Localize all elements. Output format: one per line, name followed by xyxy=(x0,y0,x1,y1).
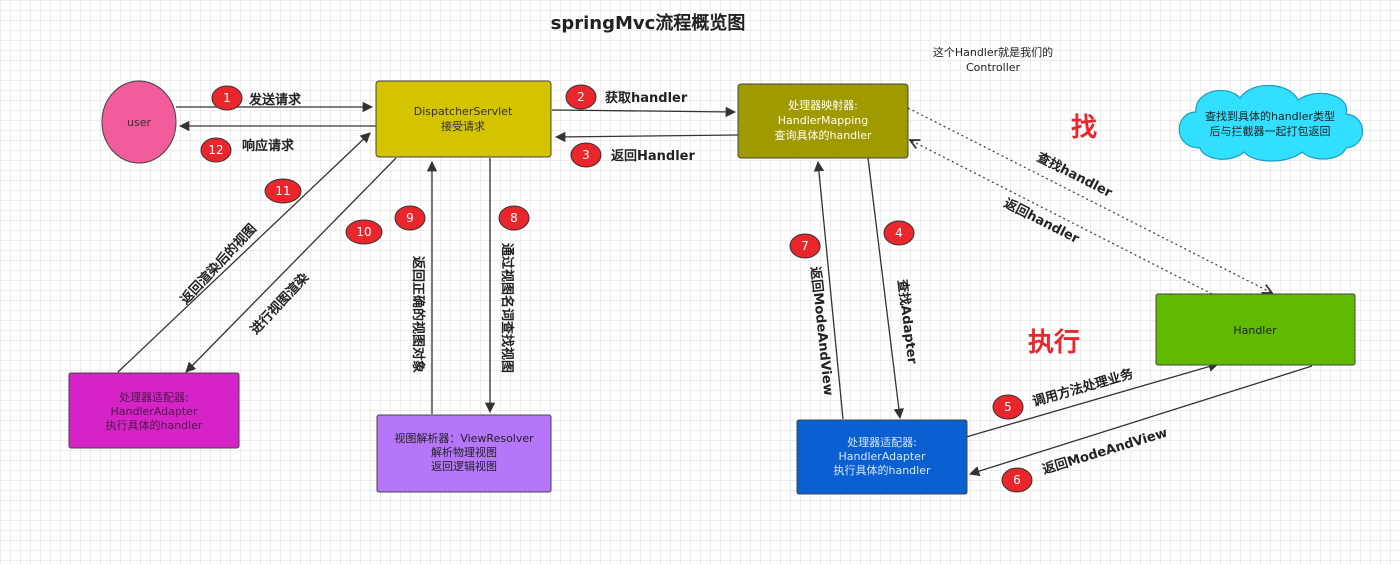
step-badge-5: 5 xyxy=(1004,400,1012,414)
dispatcher-line-1: DispatcherServlet xyxy=(414,105,513,118)
step-badge-9: 9 xyxy=(406,211,414,225)
adapter-left-node: 处理器适配器: HandlerAdapter 执行具体的handler xyxy=(68,372,240,449)
adapter-right-line-3: 执行具体的handler xyxy=(833,463,930,477)
step-7-label: 返回ModeAndView xyxy=(807,266,835,397)
step-badge-4: 4 xyxy=(895,226,903,240)
step-badge-2: 2 xyxy=(577,90,585,104)
adapter-left-line-1: 处理器适配器: xyxy=(119,391,189,404)
info-cloud: 查找到具体的handler类型 后与拦截器一起打包返回 xyxy=(1178,84,1363,162)
step-badge: 9 xyxy=(394,205,426,231)
handler-label: Handler xyxy=(1233,324,1277,337)
step-badge-11: 11 xyxy=(275,184,290,198)
arrow-find-adapter xyxy=(867,157,905,420)
arrow-get-handler xyxy=(551,106,737,118)
step-1-label: 发送请求 xyxy=(248,92,302,108)
arrow-return-modelandview xyxy=(969,365,1313,477)
step-2-label: 获取handler xyxy=(605,90,688,106)
arrow-render-view xyxy=(185,157,397,373)
mapping-line-3: 查询具体的handler xyxy=(774,128,871,142)
adapter-right-line-1: 处理器适配器: xyxy=(847,436,917,449)
step-badge: 3 xyxy=(570,142,602,168)
step-badge: 10 xyxy=(345,219,383,245)
step-badge-10: 10 xyxy=(356,225,371,239)
arrow-return-rendered-view xyxy=(117,132,371,373)
diagram-title: springMvc流程概览图 xyxy=(551,12,746,34)
step-badge-1: 1 xyxy=(223,91,231,105)
adapter-left-line-3: 执行具体的handler xyxy=(105,418,202,432)
step-badge-3: 3 xyxy=(582,148,590,162)
arrow-return-handler-dotted xyxy=(910,140,1213,295)
step-badge: 6 xyxy=(1001,467,1033,493)
find-label: 找 xyxy=(1071,113,1097,143)
resolver-line-2: 解析物理视图 xyxy=(431,445,497,459)
arrow-return-modelandview-up xyxy=(813,160,844,420)
step-badge: 8 xyxy=(498,205,530,231)
arrow-return-handler xyxy=(554,131,739,143)
find-handler-label: 查找handler xyxy=(1033,149,1115,201)
step-9-label: 返回正确的视图对象 xyxy=(410,256,426,373)
execute-label: 执行 xyxy=(1028,327,1080,358)
user-node: user xyxy=(101,80,177,164)
step-4-label: 查找Adapter xyxy=(894,278,920,366)
step-badge-7: 7 xyxy=(801,239,809,253)
step-badge-8: 8 xyxy=(510,211,518,225)
step-badge: 2 xyxy=(565,84,597,110)
step-8-label: 通过视图名词查找视图 xyxy=(499,243,515,373)
mapping-line-1: 处理器映射器: xyxy=(788,98,858,112)
step-badge: 12 xyxy=(200,137,232,163)
step-3-label: 返回Handler xyxy=(611,149,695,164)
step-badge: 1 xyxy=(211,85,243,111)
handler-node: Handler xyxy=(1155,293,1356,366)
step-12-label: 响应请求 xyxy=(242,138,295,154)
step-11-label: 返回渲染后的视图 xyxy=(177,221,260,308)
adapter-right-node: 处理器适配器: HandlerAdapter 执行具体的handler xyxy=(796,419,968,495)
step-badge-6: 6 xyxy=(1013,473,1021,487)
adapter-left-line-2: HandlerAdapter xyxy=(111,405,198,418)
cloud-text-line-2: 后与拦截器一起打包返回 xyxy=(1210,124,1331,138)
arrow-find-handler xyxy=(907,107,1272,293)
resolver-node: 视图解析器：ViewResolver 解析物理视图 返回逻辑视图 xyxy=(376,414,552,493)
step-6-label: 返回ModeAndView xyxy=(1041,426,1169,478)
adapter-right-line-2: HandlerAdapter xyxy=(839,450,926,463)
mapping-node: 处理器映射器: HandlerMapping 查询具体的handler xyxy=(737,83,909,159)
step-badge: 7 xyxy=(789,233,821,259)
return-handler-label: 返回handler xyxy=(1001,196,1082,247)
cloud-text-line-1: 查找到具体的handler类型 xyxy=(1205,109,1335,123)
controller-note-line-1: 这个Handler就是我们的 xyxy=(933,45,1053,59)
step-badge: 11 xyxy=(264,178,302,204)
user-label: user xyxy=(127,116,151,129)
controller-note-line-2: Controller xyxy=(966,61,1021,74)
mapping-line-2: HandlerMapping xyxy=(778,114,869,127)
step-badge-12: 12 xyxy=(208,143,223,157)
arrow-invoke-business xyxy=(965,361,1219,438)
resolver-line-1: 视图解析器：ViewResolver xyxy=(394,431,534,445)
step-10-label: 进行视图渲染 xyxy=(247,269,313,338)
step-badge: 5 xyxy=(992,394,1024,420)
dispatcher-node: DispatcherServlet 接受请求 xyxy=(375,80,552,158)
dispatcher-line-2: 接受请求 xyxy=(441,120,485,133)
resolver-line-3: 返回逻辑视图 xyxy=(431,459,497,473)
step-badge: 4 xyxy=(883,220,915,246)
